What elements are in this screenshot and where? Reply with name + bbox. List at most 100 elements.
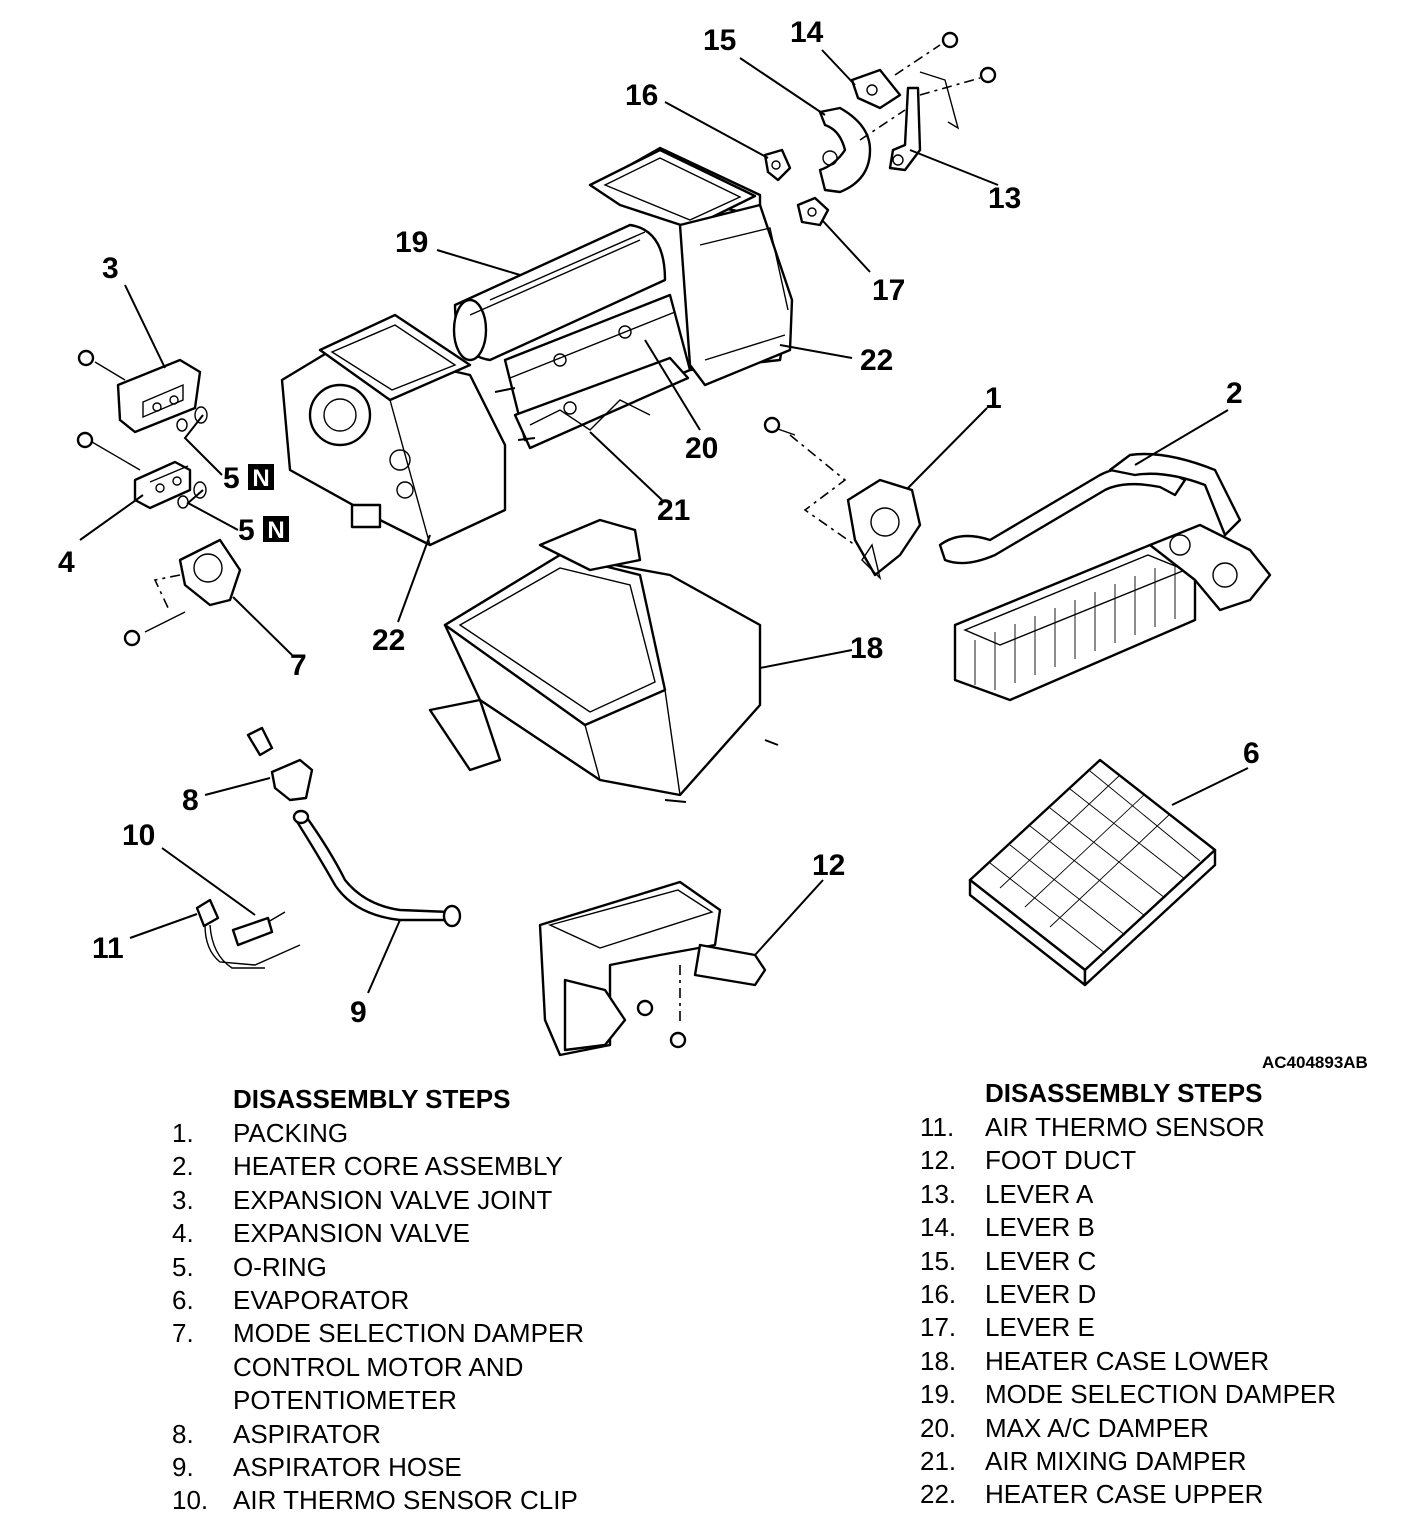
step-number: 12. bbox=[920, 1145, 957, 1176]
new-part-marker-lower: N bbox=[263, 516, 289, 544]
step-label: AIR THERMO SENSOR bbox=[985, 1111, 1265, 1144]
callout-15: 15 bbox=[703, 24, 736, 57]
step-item: 14. LEVER B bbox=[920, 1211, 1390, 1244]
callout-22-right: 22 bbox=[860, 344, 893, 377]
evaporator-fins bbox=[989, 770, 1201, 954]
heater-case-lower-part bbox=[428, 518, 779, 803]
step-label-line: O-RING bbox=[233, 1251, 327, 1282]
step-number: 19. bbox=[920, 1379, 957, 1410]
heater-case-upper-left-part bbox=[280, 313, 507, 547]
step-label: MAX A/C DAMPER bbox=[985, 1412, 1209, 1445]
aspirator-part bbox=[246, 726, 314, 802]
step-label-line: ASPIRATOR bbox=[233, 1418, 381, 1449]
step-label-line: HEATER CORE ASSEMBLY bbox=[233, 1151, 563, 1182]
step-label-line: POTENTIOMETER bbox=[233, 1385, 457, 1416]
step-number: 5. bbox=[172, 1251, 194, 1282]
step-number: 14. bbox=[920, 1212, 957, 1243]
callout-12: 12 bbox=[812, 849, 845, 882]
lever-a-part bbox=[888, 71, 960, 172]
callout-9: 9 bbox=[350, 996, 367, 1029]
step-item: 10.AIR THERMO SENSOR CLIP bbox=[172, 1484, 692, 1517]
step-number: 16. bbox=[920, 1278, 957, 1309]
step-item: 21. AIR MIXING DAMPER bbox=[920, 1445, 1390, 1478]
step-item: 6.EVAPORATOR bbox=[172, 1284, 692, 1317]
packing-part bbox=[763, 416, 922, 581]
step-label: AIR MIXING DAMPER bbox=[985, 1445, 1246, 1478]
step-number: 15. bbox=[920, 1245, 957, 1276]
step-number: 13. bbox=[920, 1178, 957, 1209]
step-label-line: FOOT DUCT bbox=[985, 1145, 1137, 1176]
air-mixing-damper-part bbox=[513, 356, 690, 450]
step-number: 9. bbox=[172, 1451, 194, 1482]
step-label-line: LEVER B bbox=[985, 1212, 1095, 1243]
lever-b-part bbox=[850, 31, 997, 110]
callout-10: 10 bbox=[122, 819, 155, 852]
callout-19: 19 bbox=[395, 226, 428, 259]
step-number: 17. bbox=[920, 1312, 957, 1343]
step-label-line: CONTROL MOTOR AND bbox=[233, 1351, 524, 1382]
step-item: 16. LEVER D bbox=[920, 1278, 1390, 1311]
step-item: 18.HEATER CASE LOWER bbox=[920, 1345, 1390, 1378]
step-item: 9.ASPIRATOR HOSE bbox=[172, 1451, 692, 1484]
step-label-line: LEVER A bbox=[985, 1178, 1094, 1209]
step-item: 11. AIR THERMO SENSOR bbox=[920, 1111, 1390, 1144]
callout-5-lower: 5 bbox=[238, 514, 255, 547]
callout-11: 11 bbox=[92, 932, 124, 965]
new-part-marker-upper: N bbox=[248, 464, 274, 492]
step-label-line: EXPANSION VALVE JOINT bbox=[233, 1184, 553, 1215]
step-number: 2. bbox=[172, 1151, 194, 1182]
step-label: HEATER CORE ASSEMBLY bbox=[233, 1150, 563, 1183]
callout-7: 7 bbox=[290, 649, 307, 682]
step-label-line: LEVER D bbox=[985, 1278, 1097, 1309]
callout-14: 14 bbox=[790, 16, 824, 49]
step-label-line: AIR THERMO SENSOR bbox=[985, 1112, 1265, 1142]
step-label: EVAPORATOR bbox=[233, 1284, 409, 1317]
right-steps-list: 11. AIR THERMO SENSOR 12. FOOT DUCT 13. LEVER… bbox=[920, 1111, 1390, 1512]
step-label: HEATER CASE LOWER bbox=[985, 1345, 1269, 1378]
callout-17: 17 bbox=[872, 274, 905, 307]
step-number: 22. bbox=[920, 1479, 957, 1510]
air-thermo-sensor-part bbox=[195, 898, 301, 969]
step-label-line: MODE SELECTION DAMPER bbox=[985, 1379, 1337, 1410]
right-steps-title: DISASSEMBLY STEPS bbox=[985, 1078, 1263, 1108]
step-label-line: AIR MIXING DAMPER bbox=[985, 1445, 1247, 1476]
callout-4: 4 bbox=[58, 546, 75, 579]
step-label-line: EVAPORATOR bbox=[233, 1284, 410, 1315]
step-number: 1. bbox=[172, 1118, 194, 1148]
step-label: FOOT DUCT bbox=[985, 1144, 1136, 1177]
svg-text:N: N bbox=[252, 465, 269, 492]
step-number: 20. bbox=[920, 1412, 957, 1443]
callout-22-left: 22 bbox=[372, 624, 405, 657]
step-label: LEVER C bbox=[985, 1245, 1096, 1278]
step-item: 1.PACKING bbox=[172, 1117, 692, 1150]
step-number: 3. bbox=[172, 1184, 194, 1215]
step-number: 11. bbox=[920, 1112, 955, 1142]
callout-2: 2 bbox=[1226, 377, 1243, 410]
lever-c-part bbox=[818, 106, 906, 194]
step-item: 2. HEATER CORE ASSEMBLY bbox=[172, 1150, 692, 1183]
heater-core-fins bbox=[974, 560, 1176, 690]
svg-text:N: N bbox=[267, 517, 284, 544]
foot-duct-part bbox=[538, 880, 767, 1057]
lever-d-part bbox=[763, 148, 792, 182]
step-label-line: AIR THERMO SENSOR CLIP bbox=[233, 1485, 578, 1516]
step-item: 22.HEATER CASE UPPER bbox=[920, 1478, 1390, 1511]
step-label: EXPANSION VALVE JOINT bbox=[233, 1184, 552, 1217]
step-item: 17. LEVER E bbox=[920, 1311, 1390, 1344]
step-number: 21. bbox=[920, 1445, 957, 1476]
step-item: 4.EXPANSION VALVE bbox=[172, 1217, 692, 1250]
step-item: 20. MAX A/C DAMPER bbox=[920, 1412, 1390, 1445]
step-label: LEVER D bbox=[985, 1278, 1096, 1311]
step-number: 4. bbox=[172, 1218, 194, 1249]
step-label: ASPIRATOR bbox=[233, 1418, 381, 1451]
step-item: 13. LEVER A bbox=[920, 1178, 1390, 1211]
callout-20: 20 bbox=[685, 432, 718, 465]
left-steps-title: DISASSEMBLY STEPS bbox=[233, 1084, 511, 1114]
evaporator-part bbox=[968, 758, 1217, 987]
callout-3: 3 bbox=[102, 252, 119, 285]
air-thermo-sensor-clip-part bbox=[231, 911, 286, 947]
step-label-line: MODE SELECTION DAMPER bbox=[233, 1318, 585, 1349]
step-label: LEVER E bbox=[985, 1311, 1095, 1344]
